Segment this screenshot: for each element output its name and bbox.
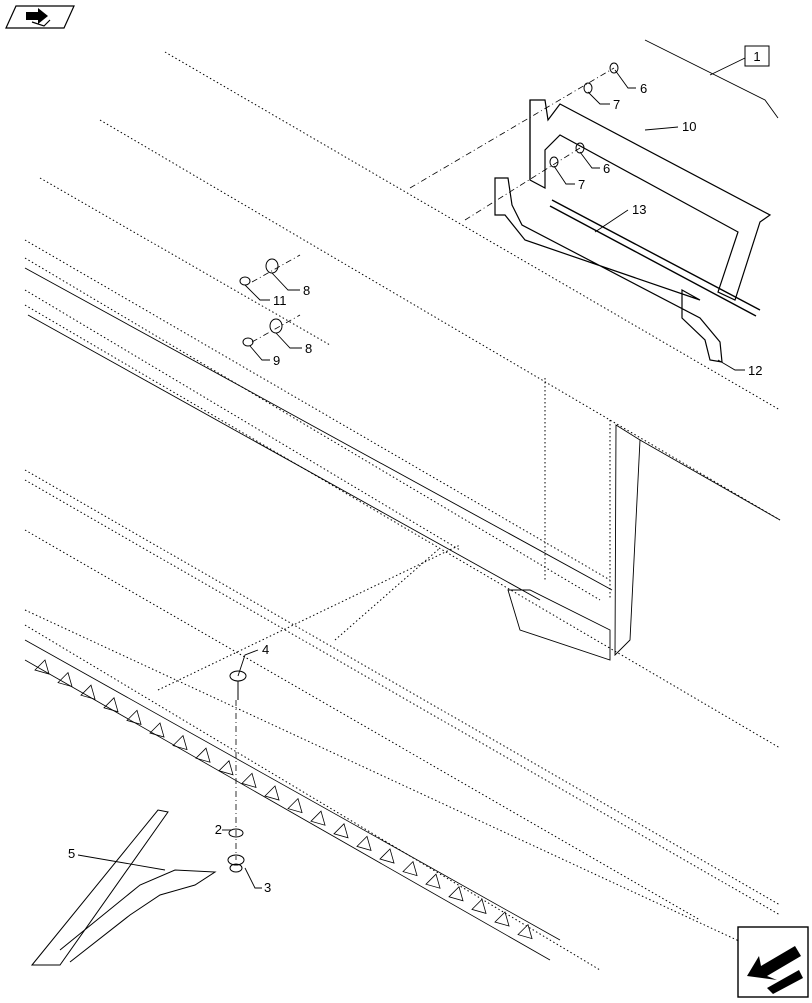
cutter-bar bbox=[24, 639, 561, 961]
callout-labels: 2 3 4 5 6 6 7 7 8 8 9 10 11 12 13 bbox=[68, 81, 762, 895]
callout-6b: 6 bbox=[603, 161, 610, 176]
callout-2: 2 bbox=[215, 822, 222, 837]
cutter-tooth bbox=[264, 785, 280, 801]
callout-9: 9 bbox=[273, 353, 280, 368]
callout-7b: 7 bbox=[578, 177, 585, 192]
cutter-tooth bbox=[333, 823, 349, 839]
callout-5: 5 bbox=[68, 846, 75, 861]
cutter-tooth bbox=[402, 860, 418, 877]
cutter-tooth bbox=[471, 898, 487, 914]
leader-lines bbox=[77, 39, 779, 889]
navigate-next-icon-graphic bbox=[737, 926, 809, 998]
callout-13: 13 bbox=[632, 202, 646, 217]
cutter-tooth bbox=[172, 734, 188, 751]
cutter-tooth bbox=[356, 835, 372, 851]
frame-lines bbox=[24, 267, 781, 661]
callout-3: 3 bbox=[264, 880, 271, 895]
cutter-tooth bbox=[448, 886, 464, 902]
cutter-tooth bbox=[103, 697, 119, 713]
cutter-tooth bbox=[34, 659, 50, 675]
alignment-lines bbox=[235, 67, 615, 860]
cutter-tooth bbox=[195, 747, 211, 763]
divider-part-5 bbox=[30, 809, 217, 966]
callout-12: 12 bbox=[748, 363, 762, 378]
callout-8b: 8 bbox=[305, 341, 312, 356]
callout-6a: 6 bbox=[640, 81, 647, 96]
navigate-previous-icon-graphic bbox=[5, 5, 75, 29]
cutter-tooth bbox=[310, 810, 326, 826]
cutter-tooth bbox=[57, 671, 73, 688]
cutter-tooth bbox=[379, 848, 395, 864]
cutter-tooth bbox=[126, 709, 142, 725]
bracket-part-12 bbox=[494, 177, 723, 363]
callout-8a: 8 bbox=[303, 283, 310, 298]
cutter-tooth bbox=[517, 923, 533, 940]
callout-4: 4 bbox=[262, 642, 269, 657]
cutter-tooth bbox=[80, 684, 96, 700]
bracket-part-10 bbox=[529, 99, 772, 301]
navigate-next-icon[interactable] bbox=[737, 926, 809, 998]
reference-box bbox=[744, 45, 770, 67]
reference-box-label: 1 bbox=[753, 49, 760, 64]
cutter-tooth bbox=[425, 873, 441, 889]
callout-10: 10 bbox=[682, 119, 696, 134]
header-panels bbox=[24, 51, 781, 971]
rod-part-13 bbox=[549, 199, 761, 317]
navigate-previous-icon[interactable] bbox=[4, 4, 76, 30]
callout-7a: 7 bbox=[613, 97, 620, 112]
cutter-tooth bbox=[241, 772, 257, 788]
cutter-tooth bbox=[494, 911, 510, 927]
cutter-tooth bbox=[149, 722, 165, 738]
cutter-tooth bbox=[287, 797, 303, 814]
callout-11: 11 bbox=[273, 293, 287, 308]
fasteners bbox=[227, 62, 619, 873]
cutter-tooth bbox=[218, 760, 234, 776]
